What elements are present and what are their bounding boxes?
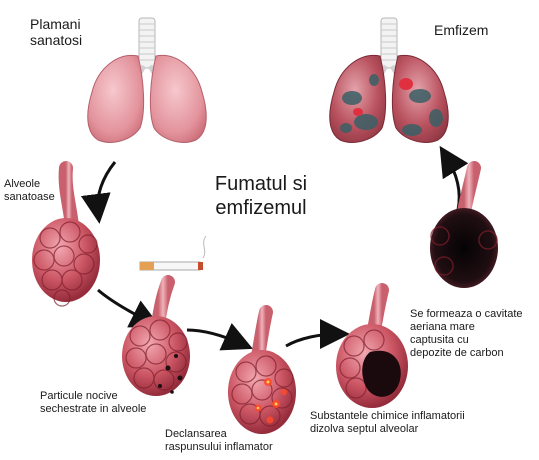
label-healthy-alveoli: Alveole sanatoase xyxy=(4,178,55,203)
label-cavity: Se formeaza o cavitate aeriana mare capt… xyxy=(410,308,523,359)
label-healthy-lungs: Plamani sanatosi xyxy=(30,16,83,48)
label-emphysema: Emfizem xyxy=(434,22,489,38)
label-particles: Particule nocive sechestrate in alveole xyxy=(40,390,147,415)
alveoli-stage-inflammation xyxy=(228,305,296,434)
alveoli-stage-particles xyxy=(122,275,190,396)
alveoli-stage-septum-dissolved xyxy=(336,283,408,408)
healthy-lungs-illustration xyxy=(87,17,207,143)
arrow-5 xyxy=(439,145,469,211)
alveoli-stage-healthy xyxy=(32,161,100,307)
arrow-4 xyxy=(285,319,350,350)
emphysema-lungs-illustration xyxy=(329,17,449,143)
diagram-title: Fumatul si emfizemul xyxy=(214,173,308,219)
arrow-1 xyxy=(80,161,117,224)
alveoli-stage-cavity xyxy=(430,161,498,288)
cigarette-icon xyxy=(139,235,207,271)
arrow-2 xyxy=(97,288,161,328)
arrow-3 xyxy=(186,322,253,351)
label-chemicals: Substantele chimice inflamatorii dizolva… xyxy=(310,410,465,435)
label-inflammation: Declansarea raspunsului inflamator xyxy=(165,428,273,453)
